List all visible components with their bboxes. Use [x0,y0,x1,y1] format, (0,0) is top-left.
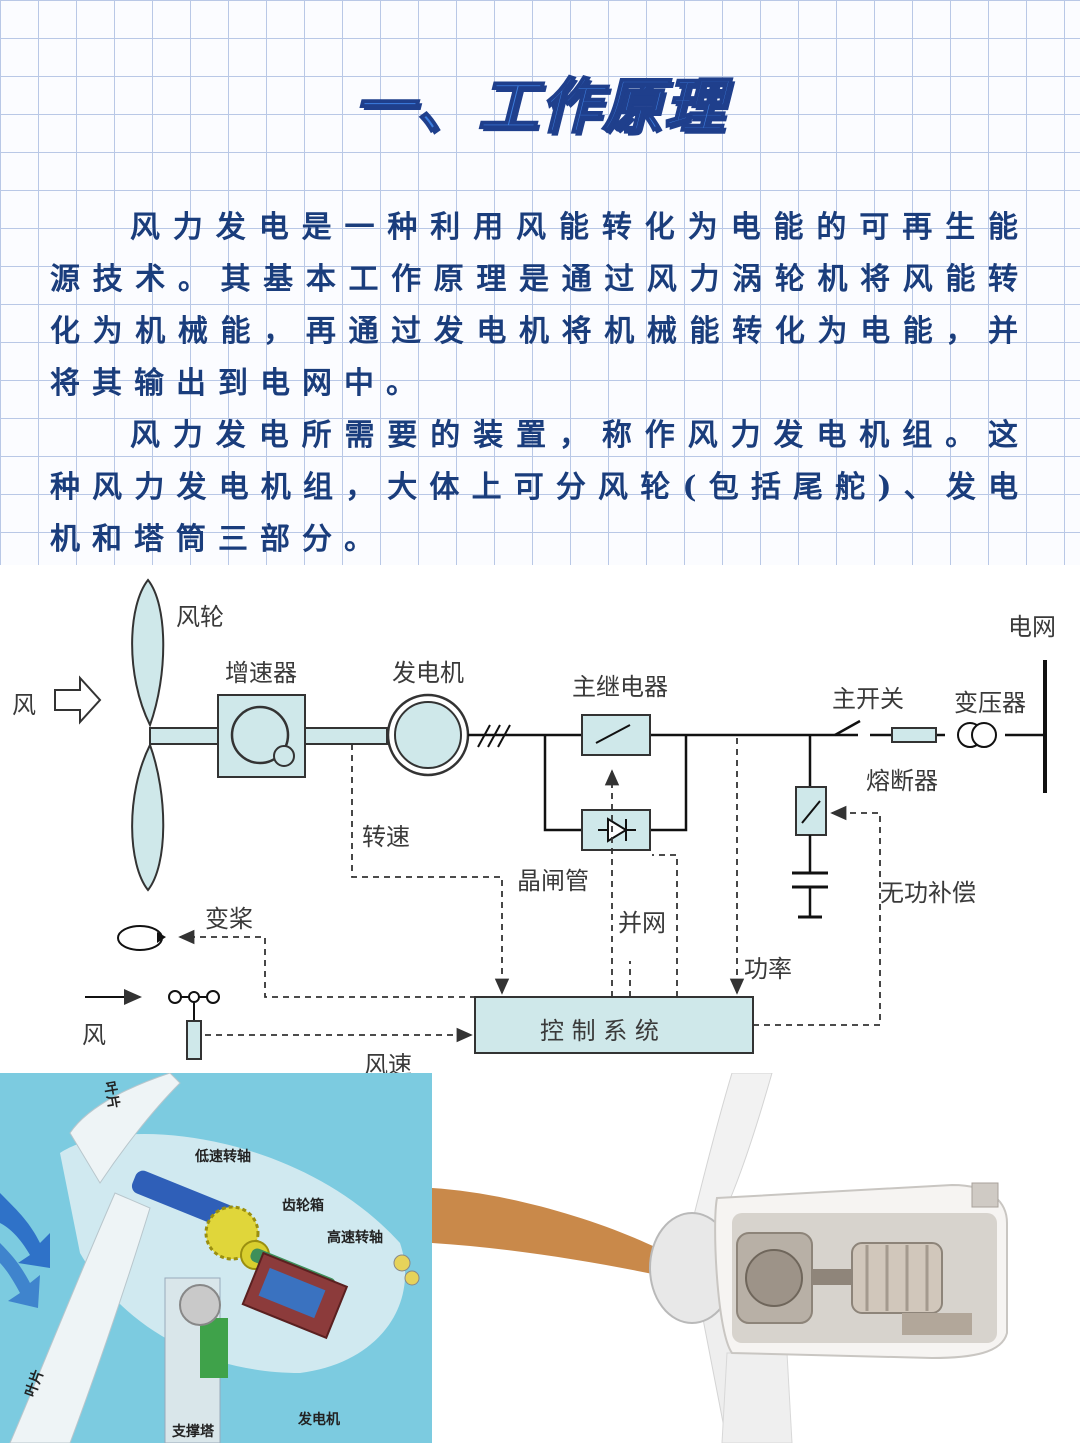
speed-label: 转速 [362,823,410,851]
nacelle-cutaway-drawing [432,1073,1008,1443]
pitch-rotation-icon [117,925,163,951]
main-switch-label: 主开关 [832,685,904,713]
wooden-blade-shape [432,1188,677,1278]
generator-unit [851,1242,943,1314]
fuse-label: 熔断器 [866,767,938,795]
control-system-box [474,996,754,1054]
gearbox-label-left: 齿轮箱 [282,1198,324,1214]
nacelle-cutaway-render [432,1073,1080,1443]
support-tower-label: 支撑塔 [172,1424,214,1440]
reactive-compensation-label: 无功补偿 [880,879,976,907]
transformer-label: 变压器 [954,689,1026,717]
wind-arrow-icon [54,675,102,725]
rotor-label: 风轮 [176,603,224,631]
transformer-coil-2 [971,722,997,748]
wind-sensor-label: 风 [82,1021,106,1049]
wind-input-label: 风 [12,691,36,719]
gearbox-label: 增速器 [225,659,297,687]
main-relay-box [581,714,651,756]
generator-label-left: 发电机 [298,1412,340,1428]
turbine-internals-drawing [0,1073,420,1443]
paragraph-components: 风力发电所需要的装置，称作风力发电机组。这种风力发电机组，大体上可分风轮(包括尾… [50,418,1030,557]
turbine-internals-illustration: 叶片 低速转轴 齿轮箱 高速转轴 叶片 支撑塔 发电机 [0,1073,432,1443]
rotor-blade-top [131,578,165,728]
grid-connect-label: 并网 [618,909,666,937]
high-speed-shaft-label: 高速转轴 [327,1230,383,1246]
control-system-label: 控 制 系 统 [540,1017,659,1045]
thyristor-label: 晶闸管 [517,867,589,895]
low-speed-shaft-label: 低速转轴 [195,1149,251,1165]
schematic-drawing [54,578,1047,1060]
pitch-label: 变桨 [205,905,253,933]
wind-arrow-left-icon [0,1193,50,1268]
tower-shape [721,1352,793,1443]
generator-label: 发电机 [392,659,464,687]
wind-power-schematic: 风 风轮 增速器 发电机 主继电器 主开关 变压器 电网 熔断器 转速 晶闸管 … [0,565,1080,1079]
grid-label: 电网 [1008,613,1056,641]
fuse-symbol [891,727,937,743]
grid-paper-header: 一、工作原理 风力发电是一种利用风能转化为电能的可再生能源技术。其基本工作原理是… [0,0,1080,565]
blade-top-shape [69,1073,181,1184]
rotor-blade-bottom [131,742,165,892]
section-title: 一、工作原理 [353,71,726,143]
paragraph-principle: 风力发电是一种利用风能转化为电能的可再生能源技术。其基本工作原理是通过风力涡轮机… [50,210,1030,401]
blade-bottom-shape [9,1192,151,1443]
power-label: 功率 [744,955,792,983]
main-relay-label: 主继电器 [572,673,668,701]
